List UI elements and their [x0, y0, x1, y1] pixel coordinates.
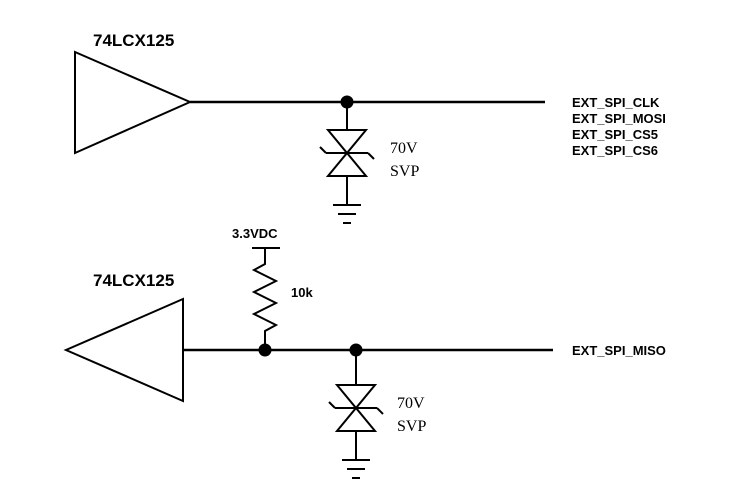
pullup-resistor	[251, 248, 279, 350]
bottom-tvs-voltage: 70V	[397, 395, 425, 412]
bottom-ground-symbol	[342, 459, 370, 479]
top-buffer-symbol	[74, 50, 193, 155]
net-label-clk: EXT_SPI_CLK	[572, 95, 660, 110]
top-circuit: 74LCX125 70V SVP EXT_SPI_CLK	[74, 31, 666, 224]
top-tvs-voltage: 70V	[390, 140, 418, 157]
net-label-miso: EXT_SPI_MISO	[572, 343, 666, 358]
net-label-cs6: EXT_SPI_CS6	[572, 143, 658, 158]
resistor-value: 10k	[291, 285, 313, 300]
supply-label: 3.3VDC	[232, 226, 278, 241]
bottom-tvs-type: SVP	[397, 418, 426, 435]
top-tvs-diode	[319, 129, 375, 177]
top-ground-symbol	[333, 204, 361, 224]
net-label-cs5: EXT_SPI_CS5	[572, 127, 658, 142]
bottom-buffer-symbol	[63, 297, 184, 403]
pullup-junction-dot	[258, 343, 272, 357]
top-buffer-label: 74LCX125	[93, 31, 174, 50]
top-tvs-type: SVP	[390, 163, 419, 180]
bottom-tvs-diode	[328, 384, 384, 432]
bottom-buffer-label: 74LCX125	[93, 271, 174, 290]
bottom-circuit: 74LCX125 3.3VDC 10k	[63, 226, 666, 479]
net-label-mosi: EXT_SPI_MOSI	[572, 111, 666, 126]
